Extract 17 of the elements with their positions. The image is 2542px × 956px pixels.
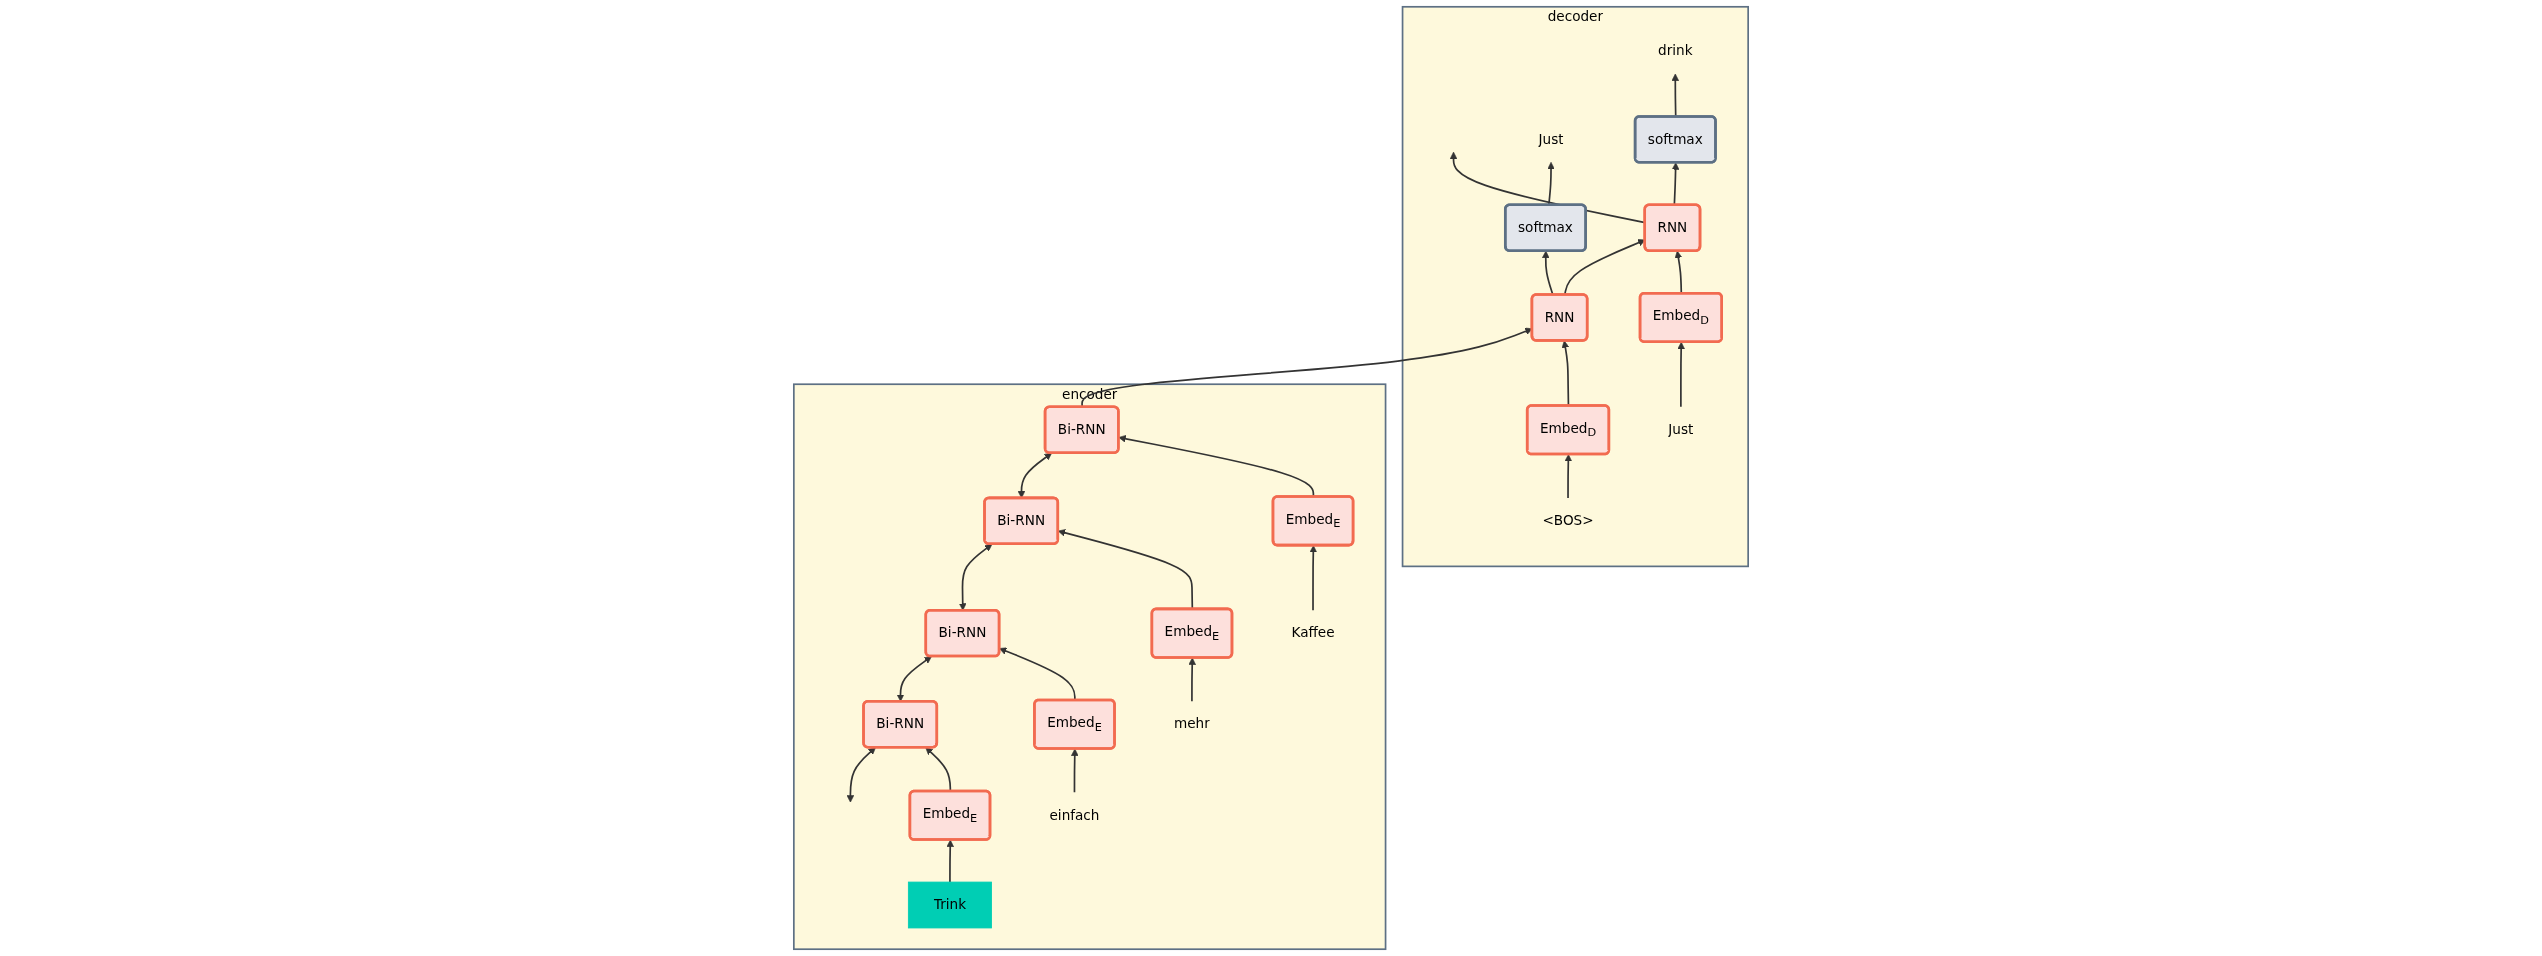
- node-text: drink: [1658, 42, 1693, 59]
- node-text: einfach: [1049, 806, 1100, 823]
- arrow: [946, 839, 954, 883]
- node-text: Just: [1668, 421, 1694, 438]
- arrow: [1564, 454, 1573, 499]
- arrow: [959, 543, 993, 611]
- arrow: [846, 747, 876, 803]
- node-text: Kaffee: [1291, 624, 1335, 641]
- arrow: [1071, 748, 1079, 794]
- arrow: [1188, 657, 1196, 703]
- node-text: Just: [1538, 130, 1564, 148]
- node-text: <BOS>: [1542, 512, 1594, 529]
- node-box: Trink: [907, 881, 992, 929]
- arrow: [1677, 341, 1685, 408]
- arrow: [896, 656, 932, 702]
- node-text: mehr: [1174, 715, 1210, 732]
- arrow: [1309, 545, 1318, 612]
